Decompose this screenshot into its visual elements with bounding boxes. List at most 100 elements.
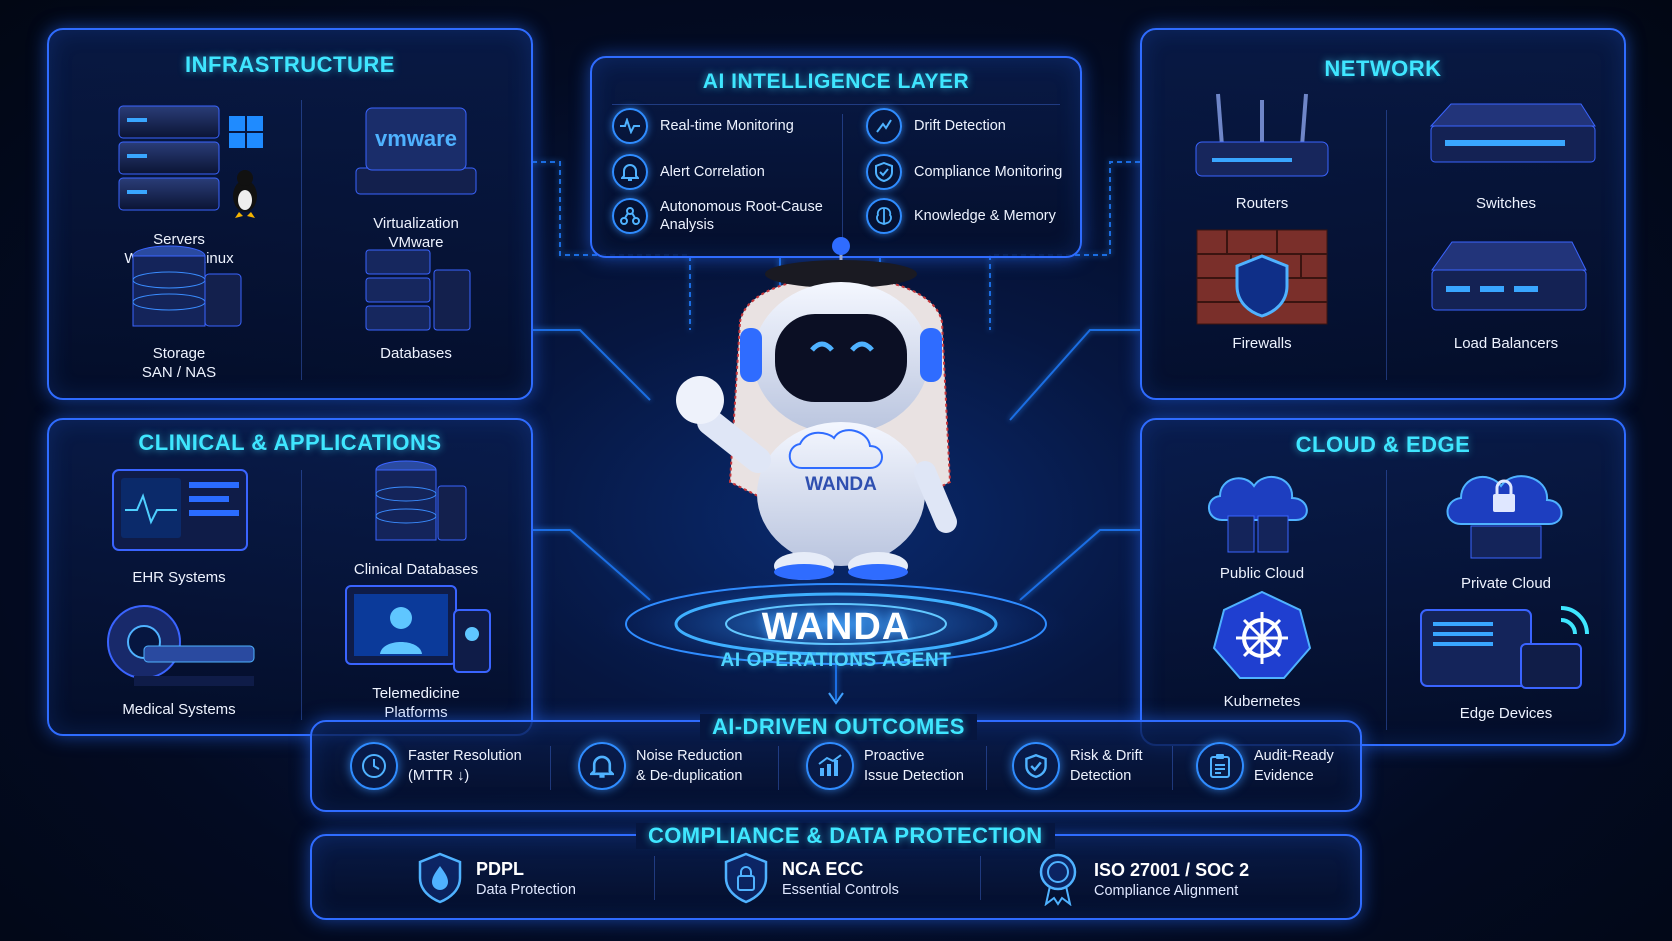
ai-intelligence-panel: AI INTELLIGENCE LAYER Real-time Monitori… [590,56,1082,258]
clock-icon [350,742,398,790]
telemedicine-label: Telemedicine [372,685,460,702]
chart-up-icon [806,742,854,790]
clipboard-icon [1196,742,1244,790]
tile-medical-systems[interactable]: Medical Systems [69,596,289,719]
tile-clinical-databases[interactable]: Clinical Databases [311,456,521,579]
drift-icon [866,108,902,144]
outcome-line2: (MTTR ↓) [408,768,470,784]
edge-devices-label: Edge Devices [1459,705,1553,722]
tile-storage[interactable]: Storage SAN / NAS [69,240,289,382]
ai-item-label: Autonomous Root-Cause [660,199,823,215]
outcome-line1: Faster Resolution [408,748,522,764]
edge-device-icon [1420,606,1589,689]
outcome-line1: Audit-Ready [1254,748,1334,764]
ai-item-compliance-monitoring[interactable]: Compliance Monitoring [866,154,1062,190]
outcome-noise-reduction[interactable]: Noise Reduction& De-duplication [578,742,742,790]
ai-layer-title: AI INTELLIGENCE LAYER [702,70,970,93]
database-icon [365,249,471,331]
ai-item-label: Real-time Monitoring [660,118,794,134]
clinical-title: CLINICAL & APPLICATIONS [138,430,442,455]
compliance-pdpl[interactable]: PDPL Data Protection [418,852,576,904]
tile-virtualization[interactable]: vmware Virtualization VMware [311,90,521,252]
tile-ehr-systems[interactable]: EHR Systems [69,464,289,587]
firewalls-label: Firewalls [1232,335,1292,352]
outcome-line2: Evidence [1254,768,1314,784]
robot-mascot-icon: WANDA [600,237,1072,672]
monitor-icon [112,469,248,551]
servers-label: Servers [153,231,205,248]
tile-edge-devices[interactable]: Edge Devices [1406,596,1606,723]
private-cloud-label: Private Cloud [1460,575,1552,592]
mri-scanner-icon [107,605,255,686]
tile-kubernetes[interactable]: Kubernetes [1162,588,1362,711]
ehr-label: EHR Systems [132,569,226,586]
tile-firewalls[interactable]: Firewalls [1162,226,1362,353]
shield-check-icon [866,154,902,190]
private-cloud-icon [1446,475,1563,559]
ai-item-label: Alert Correlation [660,164,765,180]
database-icon [375,460,467,541]
svg-text:vmware: vmware [375,126,457,151]
bell-icon [578,742,626,790]
compliance-item-title: NCA ECC [782,858,864,879]
wifi-icon [1560,606,1589,635]
outcome-line1: Proactive [864,748,925,764]
compliance-nca-ecc[interactable]: NCA ECC Essential Controls [724,852,899,904]
cloud-icon [1208,476,1308,553]
ai-item-label-line2: Analysis [660,217,714,233]
ai-item-knowledge-memory[interactable]: Knowledge & Memory [866,198,1056,234]
shield-lock-icon [724,852,768,904]
ai-item-drift-detection[interactable]: Drift Detection [866,108,1006,144]
routers-label: Routers [1235,195,1289,212]
compliance-item-subtitle: Essential Controls [782,881,899,898]
storage-label: Storage [152,345,206,362]
compliance-item-title: PDPL [476,858,525,879]
compliance-item-subtitle: Compliance Alignment [1094,882,1239,899]
tile-telemedicine[interactable]: Telemedicine Platforms [311,580,521,722]
public-cloud-label: Public Cloud [1219,565,1305,582]
ai-item-label: Knowledge & Memory [914,208,1056,224]
brain-icon [866,198,902,234]
shield-check-icon [1012,742,1060,790]
nodes-icon [612,198,648,234]
load-balancer-icon [1431,241,1587,311]
compliance-item-subtitle: Data Protection [476,881,576,898]
server-rack-icon [118,105,263,218]
tile-public-cloud[interactable]: Public Cloud [1162,460,1362,583]
cloud-title: CLOUD & EDGE [1295,432,1471,457]
ai-item-alert-correlation[interactable]: Alert Correlation [612,154,765,190]
tile-databases[interactable]: Databases [311,240,521,363]
pulse-icon [612,108,648,144]
network-panel: NETWORK Routers Switches Firewalls [1140,28,1626,400]
switch-icon [1429,103,1596,163]
tile-servers[interactable]: Servers Windows / Linux [69,86,289,268]
clinical-panel: CLINICAL & APPLICATIONS EHR Systems Clin… [47,418,533,736]
databases-label: Databases [380,345,452,362]
infrastructure-panel: INFRASTRUCTURE Servers Windows / Linux v… [47,28,533,400]
router-icon [1195,93,1329,177]
kubernetes-icon [1212,590,1312,679]
outcome-faster-resolution[interactable]: Faster Resolution (MTTR ↓) [350,742,522,790]
telemedicine-sublabel: Platforms [384,704,448,721]
ai-item-label: Compliance Monitoring [914,164,1063,180]
award-icon [1039,853,1077,906]
virtualization-sublabel: VMware [388,234,444,251]
agent-name: WANDA [761,606,911,648]
tile-load-balancers[interactable]: Load Balancers [1406,226,1606,353]
vmware-icon: vmware [355,107,477,195]
tile-routers[interactable]: Routers [1162,86,1362,213]
wanda-agent[interactable]: WANDA WANDA AI OPERATIONS AGENT [590,232,1082,672]
storage-icon [132,245,242,327]
tile-switches[interactable]: Switches [1406,86,1606,213]
tile-private-cloud[interactable]: Private Cloud [1406,460,1606,593]
load-balancers-label: Load Balancers [1453,335,1559,352]
ai-item-realtime-monitoring[interactable]: Real-time Monitoring [612,108,794,144]
outcome-line2: Detection [1070,768,1132,784]
firewall-icon [1196,229,1328,325]
